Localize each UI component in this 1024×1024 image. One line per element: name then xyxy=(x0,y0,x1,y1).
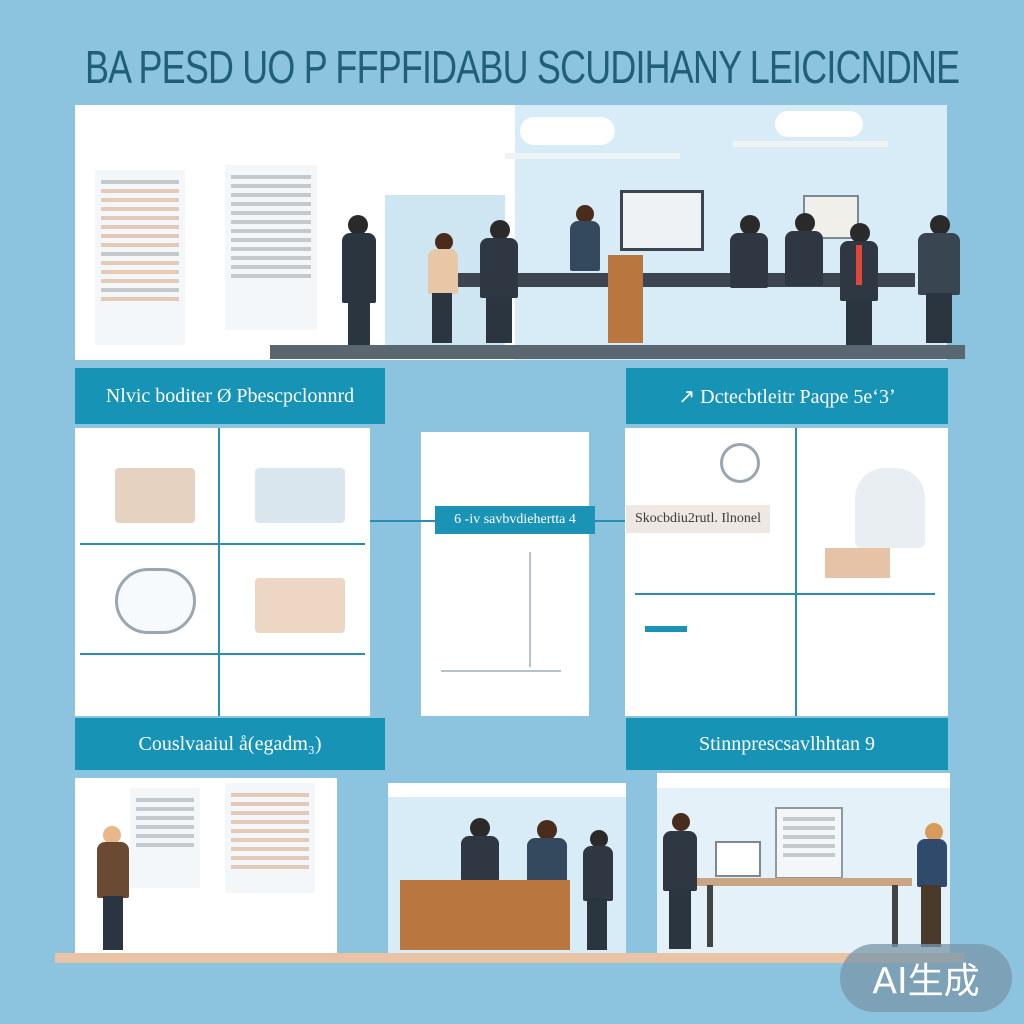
cabinet-icon xyxy=(608,255,643,343)
document-icon xyxy=(225,783,315,893)
tool-icon xyxy=(115,568,196,634)
page-title: BA PESD UO P FFPFIDABU SCUDIHANY LEICICN… xyxy=(85,41,960,93)
tool-icon xyxy=(255,578,345,633)
monitor-icon xyxy=(715,841,761,877)
gauge-icon xyxy=(720,443,760,483)
cloud-icon xyxy=(775,111,863,137)
people-group xyxy=(330,205,960,350)
section-label: Nlvic boditer Ø Pbescpclonnrd xyxy=(75,368,385,424)
desk-meeting xyxy=(395,818,620,953)
office-desk-scene xyxy=(657,773,950,953)
document-icon xyxy=(95,170,185,345)
connector-line xyxy=(645,626,687,632)
ai-generated-badge: AI生成 xyxy=(840,944,1012,1012)
machine-icon xyxy=(255,468,345,523)
floor xyxy=(55,953,965,963)
monitor-icon xyxy=(620,190,704,251)
document-icon xyxy=(225,165,317,330)
desk-icon xyxy=(400,880,570,950)
floor xyxy=(270,345,965,359)
connector-line xyxy=(595,520,625,522)
robot-arm-icon xyxy=(855,468,925,548)
process-tag: Skocbdiu2rutl. Ilnonel xyxy=(626,505,770,533)
section-label: Couslvaaiul å(egadm₃) xyxy=(75,718,385,770)
process-grid-right xyxy=(625,428,948,716)
presentation-board-icon xyxy=(775,807,843,879)
process-grid-left xyxy=(75,428,370,716)
office-meeting-scene xyxy=(75,105,965,360)
crate-icon xyxy=(825,548,890,578)
process-center-panel xyxy=(421,432,589,716)
connector-line xyxy=(370,520,435,522)
section-label: ↗ Dctecbtleitr Paqpe 5eʻ3ʼ xyxy=(626,368,948,424)
office-work-scene xyxy=(75,778,337,958)
process-tag: 6 -iv savbvdiehertta 4 xyxy=(435,506,595,534)
machine-icon xyxy=(115,468,195,523)
cloud-icon xyxy=(520,117,615,145)
section-label: Stinnprescsavlhhtan 9 xyxy=(626,718,948,770)
desk-icon xyxy=(692,878,912,886)
document-icon xyxy=(130,788,200,888)
